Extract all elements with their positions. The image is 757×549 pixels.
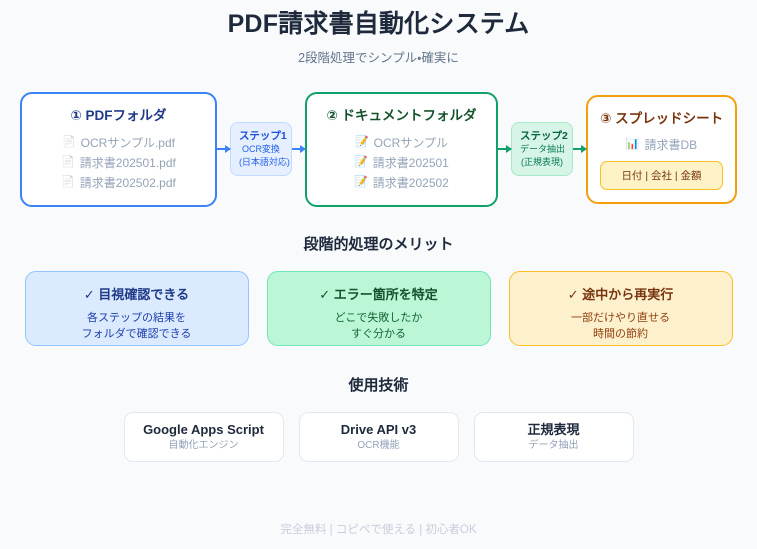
merit-card-desc-line-1: どこで失敗したか [334,311,423,324]
arrow-right-icon [291,145,306,154]
merit-card-title: ✓ エラー箇所を特定 [319,286,438,302]
merit-card-resume[interactable]: ✓ 途中から再実行 一部だけやり直せる 時間の節約 [508,270,733,346]
step-badge-title: ステップ1 [238,130,287,143]
merit-card-row: ✓ 目視確認できる 各ステップの結果を フォルダで確認できる ✓ エラー箇所を特… [0,270,757,346]
step-badge-sub-1: OCR変換 [241,144,280,155]
document-edit-icon: 📝 [354,136,369,149]
step-badge-sub-1: データ抽出 [520,144,566,155]
merit-card-visual-check[interactable]: ✓ 目視確認できる 各ステップの結果を フォルダで確認できる [24,270,249,346]
page-icon: 📄 [61,176,75,189]
tech-card-name: Drive API v3 [340,421,417,437]
page-title: PDF請求書自動化システム [227,10,530,38]
tech-card-drive-api[interactable]: Drive API v3 OCR機能 [298,411,459,462]
pdf-file-list: 📄 OCRサンプル.pdf 📄 請求書202501.pdf 📄 請求書20250… [34,133,203,193]
arrow-right-icon [573,145,587,154]
merit-card-desc-line-2: フォルダで確認できる [81,327,192,340]
flow-card-pdf-folder[interactable]: ① PDFフォルダ 📄 OCRサンプル.pdf 📄 請求書202501.pdf … [20,91,217,207]
tech-card-regex[interactable]: 正規表現 データ抽出 [473,411,634,462]
bar-chart-icon: 📊 [625,137,640,150]
merit-card-desc-line-2: 時間の節約 [593,327,648,340]
document-file-list: 📝 OCRサンプル 📝 請求書202501 📝 請求書202502 [319,133,484,193]
list-item: 📝 OCRサンプル [319,133,484,153]
page-footer: 完全無料 | コピペで使える | 初心者OK [280,524,477,536]
list-item: 📄 請求書202501.pdf [34,153,203,173]
connector-step-1: ステップ1 OCR変換 (日本語対応) [216,122,306,177]
spreadsheet-db-label: 請求書DB [644,137,698,152]
step-badge-sub-2: (日本語対応) [238,157,290,168]
arrow-right-icon [498,145,512,154]
tech-card-sub: OCR機能 [357,439,400,451]
merit-section-heading: 段階的処理のメリット [303,235,454,253]
flow-card-spreadsheet[interactable]: ③ スプレッドシート 📊 請求書DB 日付 | 会社 | 金額 [586,94,737,204]
list-item-label: 請求書202502 [372,175,449,190]
flow-card-title: ③ スプレッドシート [600,110,724,126]
arrow-right-icon [216,145,231,154]
list-item-label: OCRサンプル [373,135,448,150]
list-item-label: 請求書202501.pdf [79,155,176,170]
tech-section-heading: 使用技術 [348,376,409,394]
list-item-label: OCRサンプル.pdf [80,135,175,150]
merit-card-desc-line-2: すぐ分かる [351,327,406,340]
merit-card-title: ✓ 途中から再実行 [567,286,674,302]
tech-card-name: Google Apps Script [143,421,264,437]
step-badge-1[interactable]: ステップ1 OCR変換 (日本語対応) [229,122,292,177]
list-item: 📝 請求書202501 [319,153,484,173]
merit-card-desc-line-1: 一部だけやり直せる [571,311,670,324]
page-icon: 📄 [61,156,75,169]
list-item: 📝 請求書202502 [319,173,484,193]
connector-step-2: ステップ2 データ抽出 (正規表現) [498,122,587,177]
document-edit-icon: 📝 [354,156,368,169]
merit-card-title: ✓ 目視確認できる [83,286,190,302]
list-item-label: 請求書202501 [372,155,449,170]
flow-diagram: ① PDFフォルダ 📄 OCRサンプル.pdf 📄 請求書202501.pdf … [0,91,757,207]
list-item: 📄 請求書202502.pdf [34,173,203,193]
tech-card-google-apps-script[interactable]: Google Apps Script 自動化エンジン [123,411,284,462]
page-subtitle: 2段階処理でシンプル・確実に [298,50,459,65]
tech-card-sub: データ抽出 [528,439,579,451]
list-item: 📄 OCRサンプル.pdf [34,133,203,153]
tech-card-name: 正規表現 [527,421,580,437]
step-badge-sub-2: (正規表現) [521,157,563,168]
list-item-label: 請求書202502.pdf [79,175,176,190]
merit-card-error-locate[interactable]: ✓ エラー箇所を特定 どこで失敗したか すぐ分かる [266,270,491,346]
step-badge-title: ステップ2 [520,130,568,143]
step-badge-2[interactable]: ステップ2 データ抽出 (正規表現) [511,122,573,177]
page-icon: 📄 [61,136,76,149]
spreadsheet-db-line: 📊 請求書DB [600,136,723,153]
spreadsheet-columns-chip: 日付 | 会社 | 金額 [600,160,723,190]
flow-card-document-folder[interactable]: ② ドキュメントフォルダ 📝 OCRサンプル 📝 請求書202501 📝 請求書… [304,91,498,207]
tech-card-sub: 自動化エンジン [168,439,239,451]
flow-card-title: ① PDFフォルダ [70,107,167,123]
page-header: PDF請求書自動化システム 2段階処理でシンプル・確実に [0,0,757,66]
flow-card-title: ② ドキュメントフォルダ [326,107,477,123]
tech-card-row: Google Apps Script 自動化エンジン Drive API v3 … [0,411,757,462]
document-edit-icon: 📝 [354,176,368,189]
merit-card-desc-line-1: 各ステップの結果を [87,311,186,324]
